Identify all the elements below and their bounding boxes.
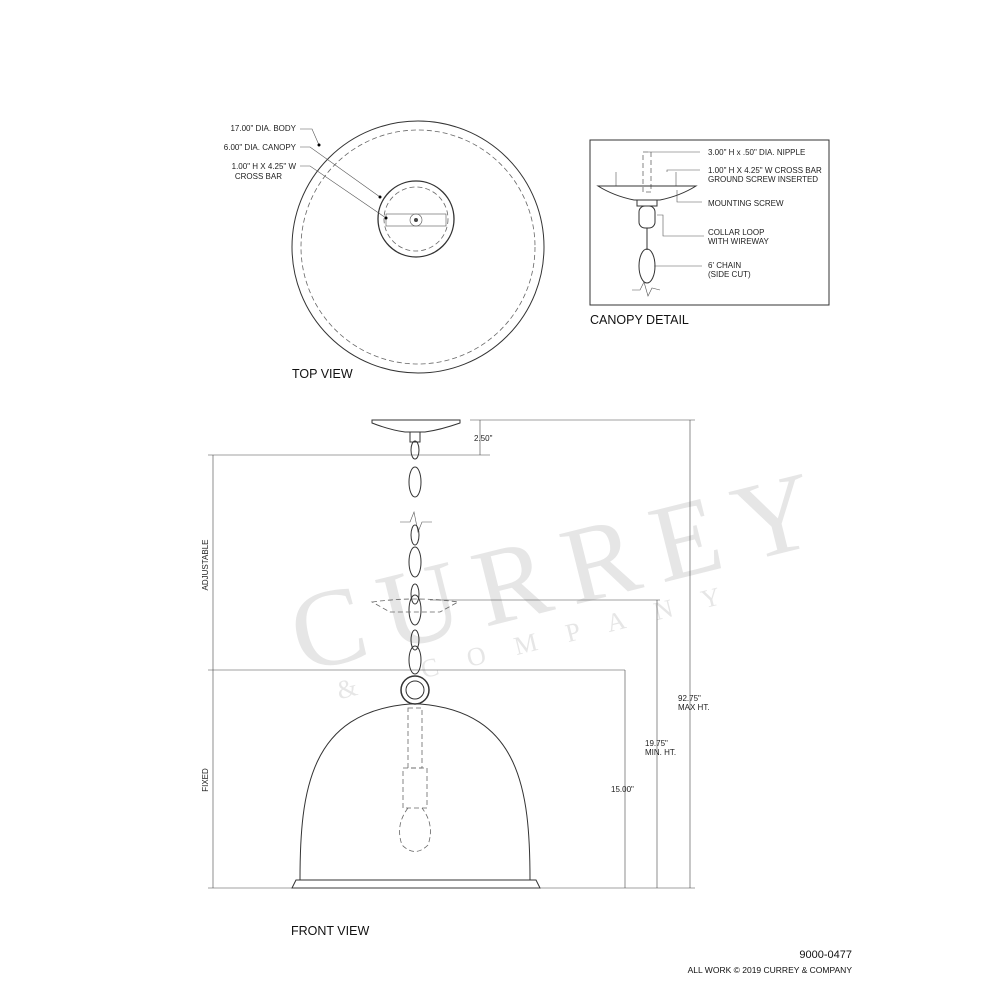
dim-max-ht: 92.75" — [678, 694, 701, 703]
bell-rim — [291, 879, 541, 889]
label-side-cut: (SIDE CUT) — [708, 270, 751, 279]
dim-adjustable: ADJUSTABLE — [201, 540, 210, 591]
chain — [370, 440, 460, 675]
copyright: ALL WORK © 2019 CURREY & COMPANY — [688, 965, 853, 975]
bell-shade — [299, 703, 531, 881]
canopy-detail: 3.00" H x .50" DIA. NIPPLE 1.00" H X 4.2… — [589, 139, 830, 327]
canopy-detail-frame — [589, 139, 830, 306]
dim-body-height: 15.00" — [611, 785, 634, 794]
dim-fixed: FIXED — [201, 768, 210, 792]
canopy-shape — [596, 185, 698, 201]
label-mounting-screw: MOUNTING SCREW — [708, 199, 784, 208]
center-point — [414, 218, 418, 222]
leader-body — [300, 128, 320, 146]
bulb — [399, 807, 431, 852]
dim-max-ht-label: MAX HT. — [678, 703, 710, 712]
front-view-title: FRONT VIEW — [291, 924, 369, 938]
watermark-main: CURREY — [278, 444, 845, 696]
front-view — [291, 419, 541, 889]
dim-min-ht: 19.75" — [645, 739, 668, 748]
label-wireway: WITH WIREWAY — [708, 237, 770, 246]
nipple-hole — [409, 213, 423, 227]
dim-canopy-height: 2.50" — [474, 434, 493, 443]
leader-canopy — [300, 146, 381, 198]
dim-min-ht-label: MIN. HT. — [645, 748, 676, 757]
label-ground-screw: GROUND SCREW INSERTED — [708, 175, 818, 184]
label-body-dia: 17.00" DIA. BODY — [230, 124, 296, 133]
front-canopy — [371, 419, 461, 433]
chain-link — [638, 248, 656, 284]
label-crossbar-size: 1.00" H X 4.25" W — [232, 162, 297, 171]
watermark: CURREY & COMPANY — [278, 444, 845, 706]
body-outline — [291, 120, 545, 374]
label-crossbar-detail: 1.00" H X 4.25" W CROSS BAR — [708, 166, 822, 175]
canopy-outline — [377, 180, 455, 258]
label-collar-loop: COLLAR LOOP — [708, 228, 764, 237]
label-nipple: 3.00" H x .50" DIA. NIPPLE — [708, 148, 805, 157]
label-canopy-dia: 6.00" DIA. CANOPY — [224, 143, 297, 152]
collar-loop — [638, 205, 656, 229]
body-inner-dashed — [300, 129, 536, 365]
part-number: 9000-0477 — [799, 949, 852, 961]
label-crossbar: CROSS BAR — [235, 172, 282, 181]
canopy-inner-dashed — [383, 186, 449, 252]
top-view: 17.00" DIA. BODY 6.00" DIA. CANOPY 1.00"… — [224, 120, 545, 381]
dimensions: ADJUSTABLE FIXED 2.50" 15.00" 19.75" MIN… — [201, 419, 710, 889]
leader-crossbar — [300, 165, 387, 219]
label-chain: 6' CHAIN — [708, 261, 741, 270]
top-view-title: TOP VIEW — [292, 367, 353, 381]
canopy-detail-title: CANOPY DETAIL — [590, 313, 689, 327]
